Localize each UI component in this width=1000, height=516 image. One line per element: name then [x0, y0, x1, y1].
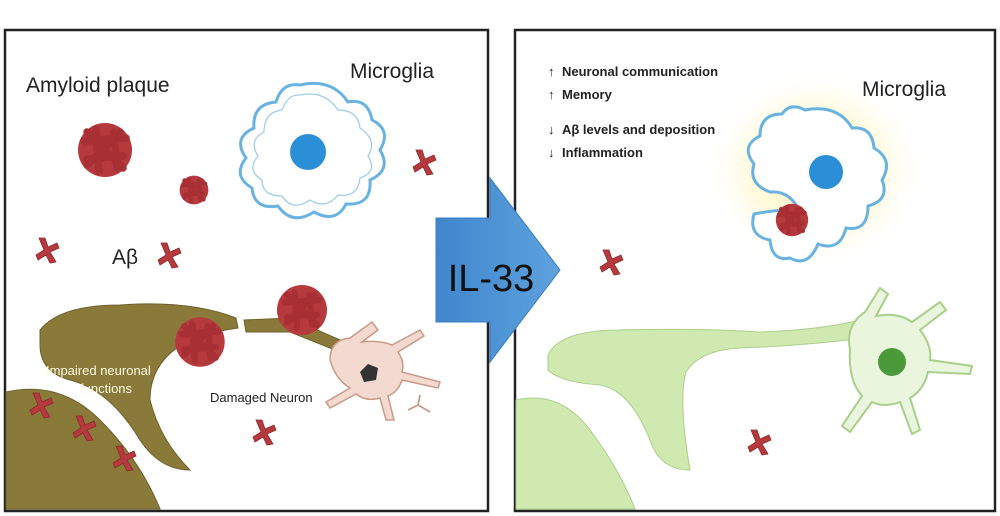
microglia-left-label: Microglia: [350, 60, 435, 83]
healthy-neuron-icon: [840, 286, 974, 436]
plaque-large: [78, 123, 132, 177]
healthy-nucleus: [878, 348, 906, 376]
engulfed-plaque: [775, 203, 809, 237]
microglia-left-icon: [238, 81, 386, 220]
damaged-nucleus: [360, 364, 378, 382]
damaged-neuron-label: Damaged Neuron: [210, 390, 313, 405]
microglia-right-icon: [746, 105, 888, 263]
effect-item: ↑Memory: [548, 87, 612, 102]
impaired-functions-label-line2: functions: [80, 381, 133, 396]
amyloid-plaque-label: Amyloid plaque: [26, 74, 170, 97]
plaque-on-neuron: [277, 285, 327, 335]
effect-item: ↓Aβ levels and deposition: [548, 122, 716, 137]
microglia-left-nucleus: [290, 134, 326, 170]
healthy-tissue: [515, 319, 866, 510]
il33-label: IL-33: [447, 258, 535, 300]
effect-item: ↑Neuronal communication: [548, 64, 719, 79]
microglia-right-nucleus: [809, 155, 843, 189]
il33-arrow-icon: [435, 176, 561, 364]
microglia-right-label: Microglia: [862, 78, 947, 101]
neuron-fragment: [407, 394, 431, 413]
effects-list: ↑Neuronal communication ↑Memory ↓Aβ leve…: [548, 60, 718, 164]
damaged-tissue: [5, 303, 341, 510]
plaque-small: [179, 175, 209, 205]
damaged-neuron-icon: [324, 320, 441, 421]
plaque-on-axon: [175, 317, 225, 367]
abeta-label: Aβ: [112, 246, 139, 269]
impaired-functions-label-line1: Impaired neuronal: [46, 363, 151, 378]
effect-item: ↓Inflammation: [548, 145, 643, 160]
amyloid-plaques-left: [78, 123, 327, 367]
